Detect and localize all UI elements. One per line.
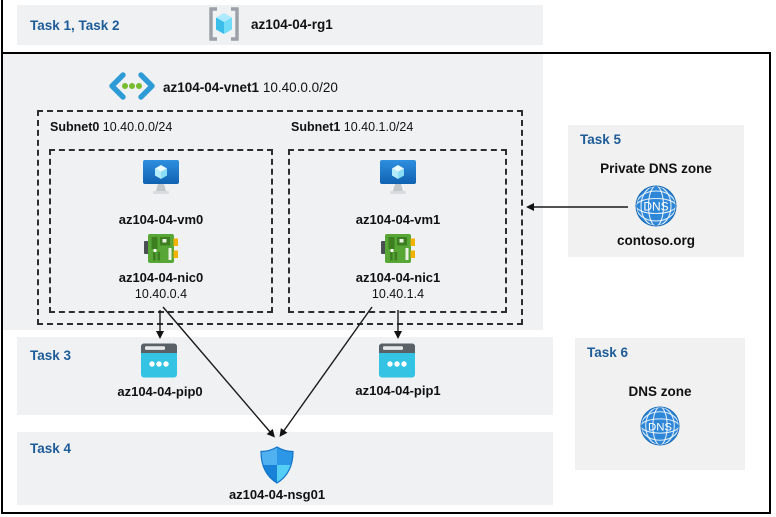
vnet-label: az104-04-vnet1 10.40.0.0/20 — [163, 80, 338, 95]
dns-icon-text: DNS — [643, 200, 668, 214]
nic-icon — [381, 233, 415, 264]
resource-group-label: az104-04-rg1 — [251, 17, 333, 32]
subnet1-name: Subnet1 — [291, 120, 341, 134]
private-dns-zone-name: contoso.org — [617, 233, 695, 248]
diagram-frame-left-edge — [1, 0, 3, 52]
vnet-icon — [108, 72, 156, 100]
nic-icon — [144, 233, 178, 264]
vnet-region — [3, 54, 543, 330]
dns-globe-icon: DNS — [635, 185, 677, 227]
subnet0-name: Subnet0 — [50, 120, 100, 134]
subnet0-box — [49, 149, 273, 313]
nsg-shield-icon — [257, 446, 297, 484]
nic0-label: az104-04-nic0 — [118, 270, 204, 285]
task6-box: Task 6 DNS zone DNS — [575, 338, 745, 470]
pip1-label: az104-04-pip1 — [355, 383, 441, 398]
subnet0-label: Subnet0 10.40.0.0/24 — [50, 120, 172, 134]
subnet1-cidr: 10.40.1.0/24 — [343, 120, 414, 134]
task3-label: Task 3 — [30, 348, 72, 363]
subnets-container — [37, 110, 523, 325]
vm1-label: az104-04-vm1 — [355, 212, 441, 227]
virtual-machine-icon — [141, 160, 181, 197]
vnet-cidr: 10.40.0.0/20 — [262, 80, 338, 95]
vnet-name: az104-04-vnet1 — [163, 80, 260, 95]
task5-box: Task 5 Private DNS zone DNS contoso.org — [568, 125, 744, 257]
subnet0-cidr: 10.40.0.0/24 — [102, 120, 173, 134]
nic0-ip: 10.40.0.4 — [134, 287, 188, 301]
virtual-machine-icon — [378, 160, 418, 197]
private-dns-zone-title: Private DNS zone — [600, 161, 712, 176]
resource-group-icon — [206, 6, 242, 42]
pip0-label: az104-04-pip0 — [117, 384, 203, 399]
dns-icon-text: DNS — [648, 421, 672, 433]
public-ip-icon — [379, 343, 415, 378]
nsg-label: az104-04-nsg01 — [228, 487, 326, 502]
task5-label: Task 5 — [580, 132, 622, 147]
task3-band: Task 3 — [17, 337, 553, 415]
task6-label: Task 6 — [587, 345, 629, 360]
diagram-outer-frame — [1, 52, 771, 514]
task-1-2-label: Task 1, Task 2 — [30, 18, 120, 33]
subnet1-label: Subnet1 10.40.1.0/24 — [291, 120, 413, 134]
dns-zone-title: DNS zone — [628, 384, 692, 399]
public-ip-icon — [141, 343, 177, 378]
task4-label: Task 4 — [30, 441, 72, 456]
nic1-ip: 10.40.1.4 — [371, 287, 425, 301]
dns-globe-icon: DNS — [640, 406, 680, 446]
nic1-label: az104-04-nic1 — [355, 270, 441, 285]
resource-group-band: Task 1, Task 2 — [17, 5, 543, 45]
vm0-label: az104-04-vm0 — [118, 212, 204, 227]
